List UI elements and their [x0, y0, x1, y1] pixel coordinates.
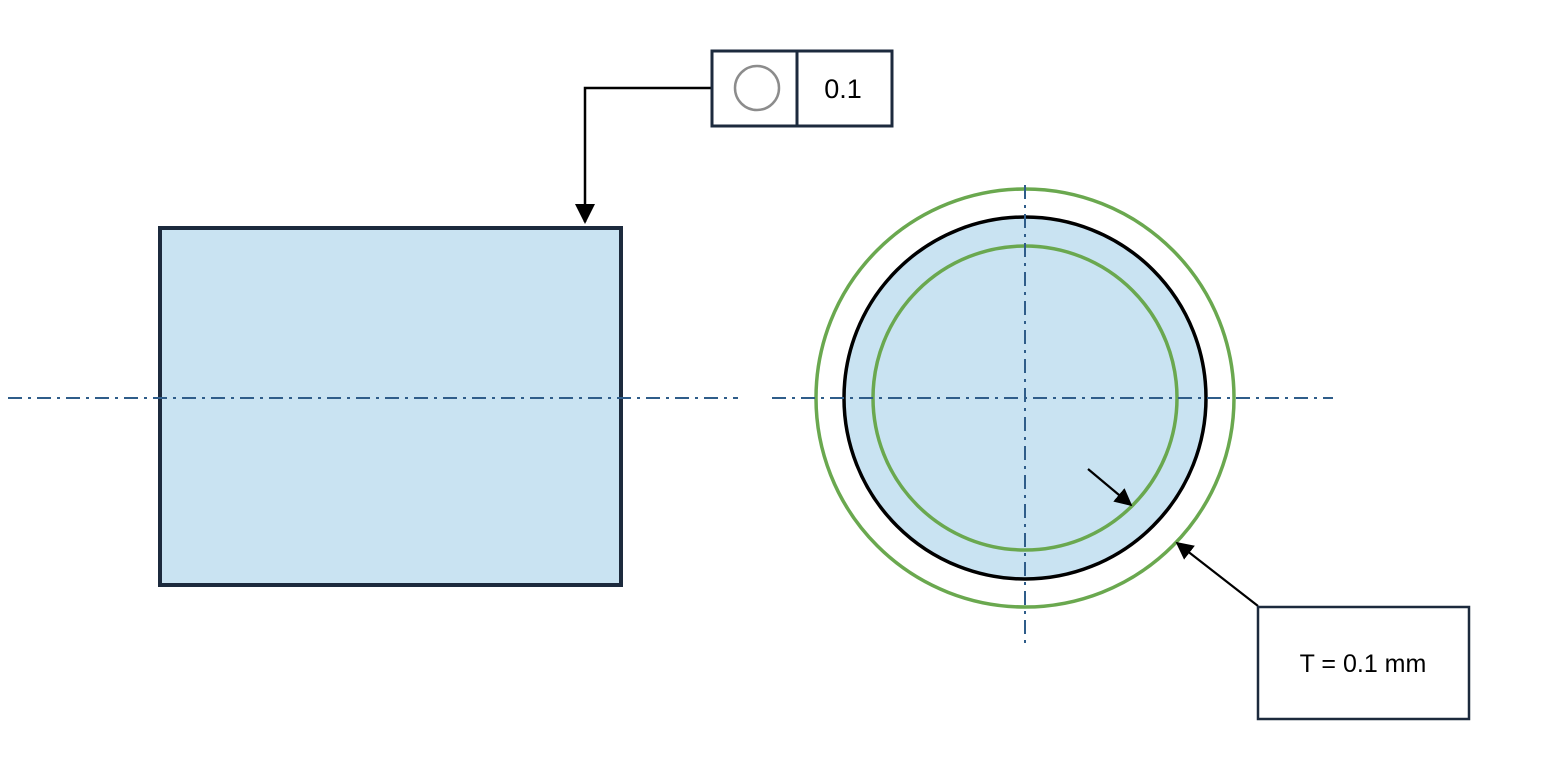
- inner-zone-arrow: [1087, 468, 1133, 507]
- zone-label-border: [1256, 605, 1471, 721]
- circularity-icon: [733, 64, 781, 112]
- fcf-tolerance-value: 0.1: [824, 74, 862, 104]
- tolerance-zone-label-box: T = 0.1 mm: [1256, 605, 1471, 721]
- feature-control-frame: 0.1: [710, 49, 894, 128]
- zone-label-leader: [1175, 541, 1259, 607]
- fcf-leader-line: [575, 86, 712, 224]
- zone-label-text: T = 0.1 mm: [1300, 650, 1427, 678]
- part-side-view: [158, 226, 623, 587]
